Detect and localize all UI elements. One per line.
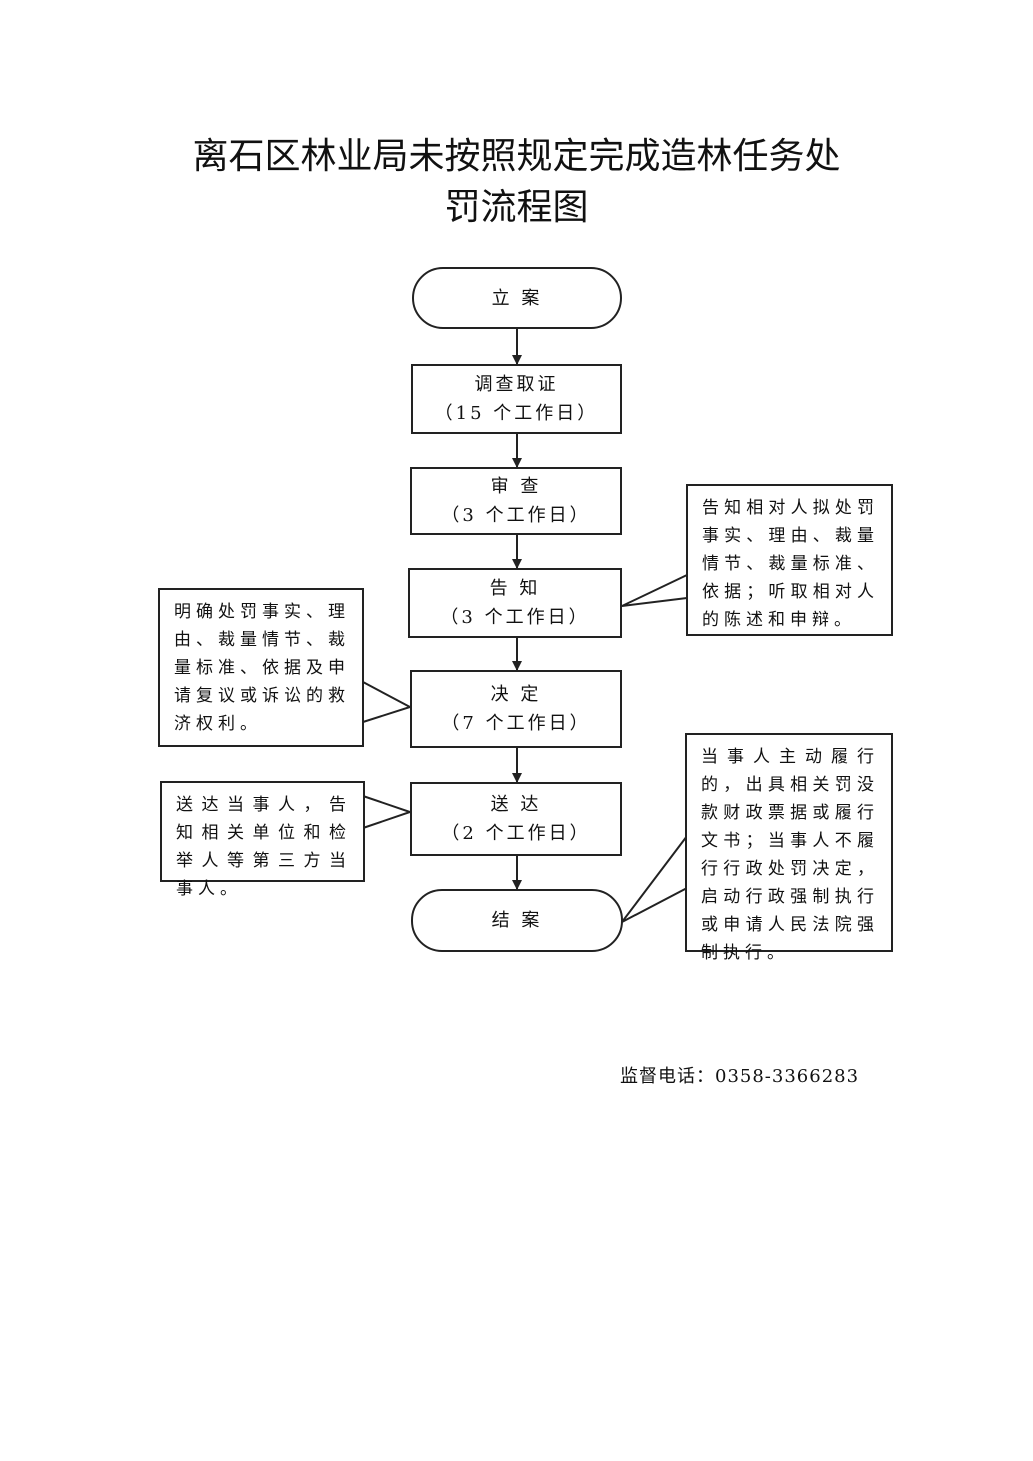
- callout-pointer-deliver: [362, 795, 414, 829]
- investigate-label: 调查取证: [474, 374, 559, 395]
- title-line-1: 离石区林业局未按照规定完成造林任务处: [192, 136, 841, 177]
- deliver-duration: （2 个工作日）: [441, 823, 591, 844]
- review-node: 审 查 （3 个工作日）: [410, 467, 622, 535]
- investigate-node: 调查取证 （15 个工作日）: [411, 364, 622, 434]
- callout-pointer-decide: [362, 681, 413, 723]
- end-label: 结 案: [491, 910, 543, 931]
- review-duration: （3 个工作日）: [441, 505, 591, 526]
- deliver-note: 送达当事人，告知相关单位和检举人等第三方当事人。: [160, 781, 365, 899]
- investigate-duration: （15 个工作日）: [434, 403, 599, 424]
- decide-node: 决 定 （7 个工作日）: [410, 670, 622, 748]
- end-node: 结 案: [411, 889, 623, 952]
- end-note: 当事人主动履行的，出具相关罚没款财政票据或履行文书；当事人不履行行政处罚决定，启…: [685, 733, 893, 963]
- notify-node: 告 知 （3 个工作日）: [408, 568, 622, 638]
- start-label: 立 案: [491, 287, 543, 309]
- supervision-phone: 监督电话：0358-3366283: [620, 1066, 860, 1087]
- decide-duration: （7 个工作日）: [441, 713, 591, 734]
- decide-note: 明确处罚事实、理由、裁量情节、裁量标准、依据及申请复议或诉讼的救济权利。: [158, 588, 364, 747]
- review-label: 审 查: [490, 476, 542, 497]
- notify-label: 告 知: [489, 578, 541, 599]
- deliver-label: 送 达: [490, 794, 542, 815]
- notify-duration: （3 个工作日）: [440, 607, 590, 628]
- deliver-node: 送 达 （2 个工作日）: [410, 782, 622, 856]
- title-line-2: 罚流程图: [444, 187, 589, 228]
- notify-note: 告知相对人拟处罚事实、理由、裁量情节、裁量标准、依据；听取相对人的陈述和申辩。: [686, 484, 893, 636]
- decide-label: 决 定: [490, 684, 542, 705]
- callout-pointer-end: [621, 835, 688, 923]
- start-node: 立 案: [412, 267, 622, 329]
- callout-pointer-notify: [621, 574, 688, 607]
